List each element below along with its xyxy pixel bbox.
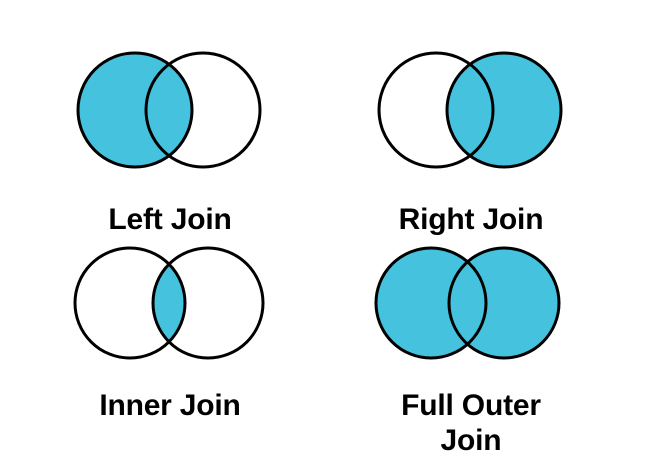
left-set-outline (377, 51, 495, 169)
venn-cell-right-join: Right Join (341, 40, 601, 237)
venn-cell-inner-join: Inner Join (40, 240, 300, 423)
left-set-outline (374, 246, 488, 360)
overlap-region (146, 53, 192, 167)
right-set-outline (151, 246, 265, 360)
left-set-circle (75, 248, 185, 358)
venn-cell-full-outer-join: Full Outer Join (341, 240, 601, 458)
venn-figure-inner-join (73, 246, 265, 360)
venn-label-inner-join: Inner Join (99, 389, 241, 422)
venn-figure-full-outer-join (374, 246, 561, 360)
venn-label-full-outer-join: Full Outer Join (401, 389, 541, 457)
venn-figure-left-join (76, 51, 262, 169)
venn-label-left-join: Left Join (108, 203, 232, 236)
right-set-outline (144, 51, 262, 169)
venn-label-right-join: Right Join (398, 203, 544, 236)
right-set-outline (445, 51, 563, 169)
venn-cell-left-join: Left Join (40, 40, 300, 237)
overlap-region (447, 53, 493, 167)
venn-figure-right-join (377, 51, 563, 169)
right-set-circle (449, 248, 559, 358)
right-set-circle (153, 248, 263, 358)
left-set-outline (76, 51, 194, 169)
right-set-outline (447, 246, 561, 360)
left-set-outline (73, 246, 187, 360)
